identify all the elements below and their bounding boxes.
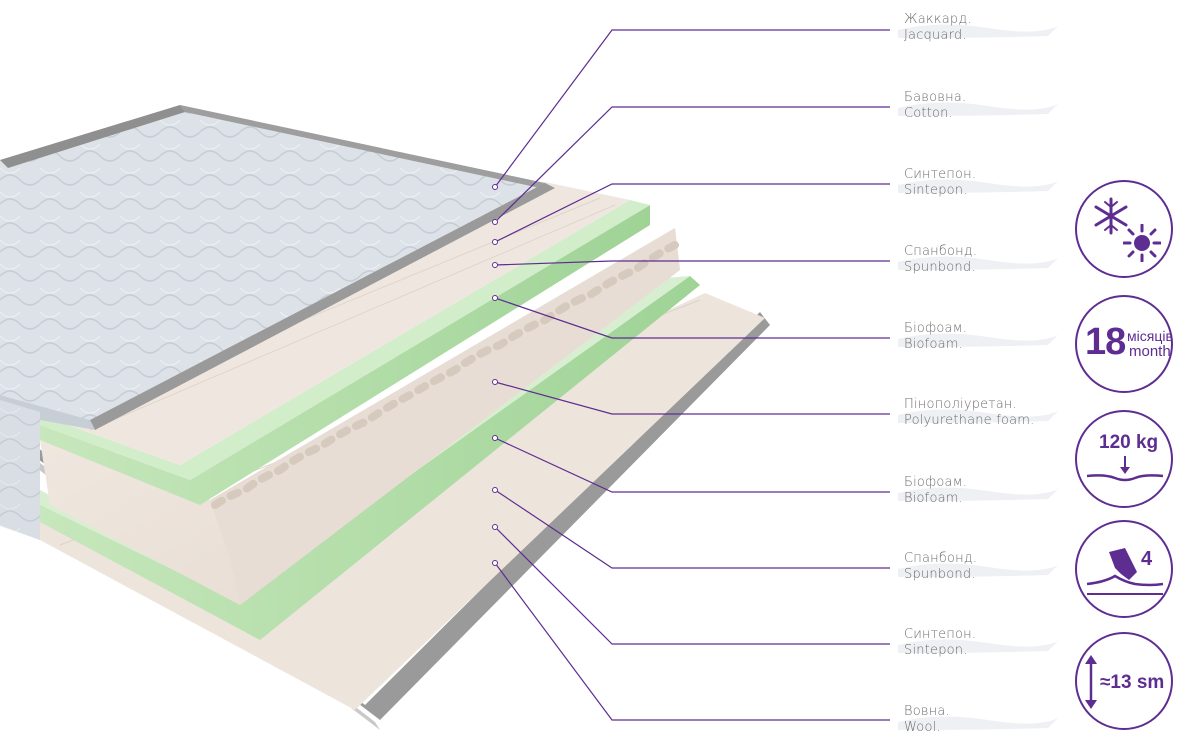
- warranty-unit-en: month: [1129, 343, 1171, 360]
- label-polyurethane-foam: Пінополіуретан.Polyurethane foam.: [898, 397, 1058, 429]
- height-value: ≈13 sm: [1100, 672, 1165, 693]
- warranty-unit-ua: місяців: [1127, 328, 1173, 344]
- sun-icon: [1123, 224, 1161, 262]
- label-wool: Вовна.Wool.: [898, 704, 1058, 736]
- arrow-down-icon: [1086, 456, 1164, 482]
- layer-polyurethane-foam: [40, 228, 680, 605]
- season-badge: [1075, 180, 1173, 278]
- firmness-value: 4: [1141, 548, 1153, 570]
- leader-dots: [492, 184, 498, 566]
- height-badge: ≈13 sm: [1075, 632, 1173, 730]
- label-biofoam-top: Біофоам.Biofoam.: [898, 321, 1058, 353]
- warranty-number: 18: [1085, 321, 1126, 363]
- snowflake-icon: [1094, 197, 1128, 235]
- label-cotton: Бавовна.Cotton.: [898, 90, 1058, 122]
- layer-jacquard: [0, 105, 555, 540]
- warranty-badge: 18 місяців month: [1075, 295, 1173, 393]
- label-sintepon-top: Синтепон.Sintepon.: [898, 167, 1058, 199]
- leader-lines: [494, 29, 890, 721]
- height-arrow-icon: [1085, 655, 1097, 709]
- label-jacquard: Жаккард.Jacquard.: [898, 12, 1058, 44]
- label-spunbond-top: Спанбонд.Spunbond.: [898, 244, 1058, 276]
- load-value: 120 kg: [1099, 432, 1159, 453]
- label-spunbond-bottom: Спанбонд.Spunbond.: [898, 551, 1058, 583]
- layer-biofoam-top: [40, 200, 650, 505]
- firmness-badge: 4: [1075, 520, 1173, 618]
- label-biofoam-bottom: Біофоам.Biofoam.: [898, 475, 1058, 507]
- hand-press-icon: [1086, 548, 1164, 595]
- label-sintepon-bottom: Синтепон.Sintepon.: [898, 627, 1058, 659]
- load-badge: 120 kg: [1075, 410, 1173, 508]
